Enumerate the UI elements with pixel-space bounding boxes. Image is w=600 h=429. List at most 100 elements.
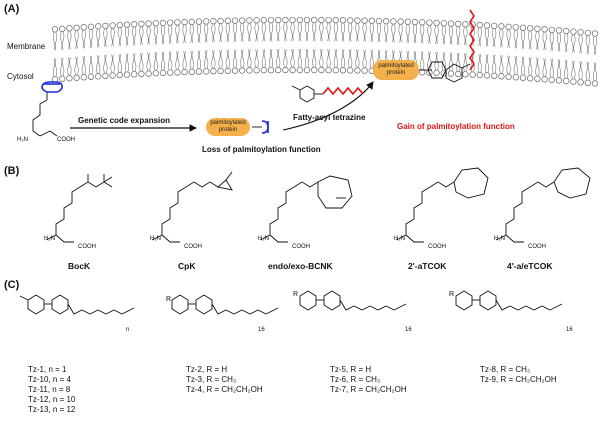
lipid-tail [304,22,308,42]
tz-item: Tz-7, R = CH₂CH₂OH [330,385,407,394]
lipid-tail [268,49,272,68]
lipid-tail [242,23,245,42]
palmitoyl-chain [469,9,475,71]
lipid-tail [249,49,252,68]
lipid-head [131,21,138,28]
compound-bock: BocK [68,261,91,271]
lipid-tail [544,32,547,51]
lipid-tail [465,27,468,46]
lipid-tail [342,23,346,42]
compound-bcnk: endo/exo-BCNK [268,261,333,271]
lipid-tail [76,56,79,75]
lipid-tail [124,27,128,46]
lipid-tail [134,53,137,72]
lipid-head [555,77,563,84]
lipid-tail [54,58,58,77]
lipid-tail [448,26,452,45]
lipid-tail [551,58,554,77]
etcok-cooh-bond [505,234,524,243]
lipid-head [375,17,383,25]
lipid-head [116,71,123,79]
lipid-head [138,20,145,28]
lipid-tail [220,49,223,69]
lipid-head [66,75,73,82]
lipid-tail [427,25,430,44]
tz1-tetrazine [27,294,45,315]
compound-etcok: 4'-a/eTCOK [507,261,553,271]
lipid-head [318,66,325,74]
lipid-tail [90,29,94,48]
lipid-tail [261,49,264,68]
lipid-tail [371,23,374,42]
lipid-head [383,18,390,25]
lipid-tail [314,22,317,42]
lipid-tail [177,51,180,70]
lipid-head [231,67,239,74]
lipid-head [368,17,375,24]
lipid-tail [290,48,293,68]
lipid-head [347,67,354,74]
lipid-tail [297,48,300,68]
tz-item: Tz-10, n = 4 [28,375,71,384]
lipid-tail [175,51,178,70]
lipid-head [203,68,210,75]
lipid-tail [175,25,178,44]
lipid-tail [263,23,266,42]
lipid-tail [139,52,142,71]
lipid-tail [206,50,209,69]
lipid-head [181,68,188,76]
lipid-tail [220,23,223,43]
tz-item: Tz-11, n = 8 [28,385,71,394]
lipid-tail [182,24,185,44]
cooh-4: COOH [428,244,446,250]
lipid-head [253,67,260,74]
lipid-tail [436,51,439,70]
lipid-tail [405,24,408,43]
lipid-head [159,19,167,27]
lipid-tail [463,27,466,46]
lipid-tail [196,50,200,69]
tz2-alkyne [265,307,279,315]
lipid-head [289,66,296,74]
lipid-tail [83,30,86,49]
lipid-tail [508,29,511,48]
lipid-tail [247,23,250,42]
lipid-head [419,19,426,26]
lipid-head [318,16,325,24]
lipid-tail [578,35,581,54]
lipid-tail [556,59,560,78]
lipid-tail [436,25,439,44]
lipid-tail [126,53,130,72]
tz8-chain [525,305,551,311]
lipid-tail [198,50,202,69]
lipid-head [246,17,253,24]
lipid-tail [364,23,367,42]
lipid-head [145,20,152,27]
loss-label: Loss of palmitoylation function [202,145,321,154]
lipid-tail [126,27,130,46]
tz-list-group-4: Tz-8, R = CH₃ Tz-9, R = CH₂CH₂OH [480,365,557,385]
lipid-tail [227,23,230,42]
lipid-tail [549,58,552,77]
cpk-cooh-bond [161,234,180,243]
lipid-tail [285,48,288,68]
lipid-tail [105,54,108,73]
lipid-tail [501,55,504,74]
cpk-carbamate [185,181,219,188]
tz-item: Tz-12, n = 10 [28,395,76,404]
subscript-n: n [126,327,130,333]
lipid-tail [299,48,302,68]
lipid-head [303,66,311,74]
r-label-3: R [449,291,455,298]
lipid-head [66,25,73,32]
lipid-tail [204,24,207,43]
lipid-tail [506,29,509,48]
lipid-head [253,17,260,24]
lipid-tail [492,28,495,47]
lipid-head [73,24,80,31]
lipid-tail [434,51,437,70]
lipid-tail [571,34,574,53]
lipid-tail [278,48,281,68]
lipid-head [311,66,318,74]
lipid-tail [513,30,516,49]
